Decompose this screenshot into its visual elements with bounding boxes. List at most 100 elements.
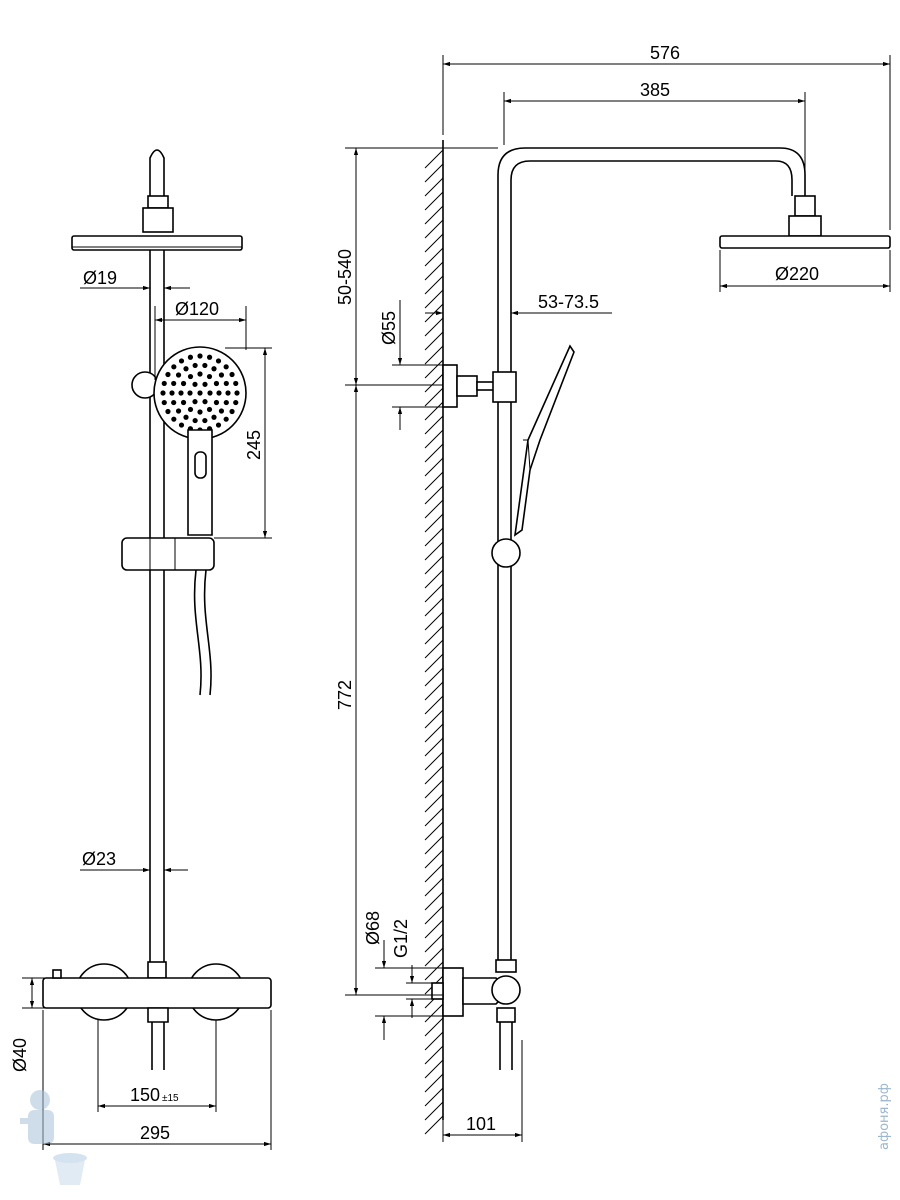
nozzle-dot xyxy=(197,390,203,396)
hatch-line xyxy=(424,569,444,589)
nozzle-dot xyxy=(206,373,213,380)
dim-d120: Ø120 xyxy=(175,299,219,319)
hatch-line xyxy=(424,345,444,365)
nozzle-dot xyxy=(202,381,208,387)
hatch-line xyxy=(424,807,444,827)
shower-arm-top xyxy=(149,149,165,200)
hatch-line xyxy=(424,485,444,505)
dim-d68: Ø68 xyxy=(363,911,383,945)
hatch-line xyxy=(424,457,444,477)
nozzle-dot xyxy=(171,416,177,422)
nozzle-dot xyxy=(213,380,220,387)
hatch-line xyxy=(424,275,444,295)
nozzle-dot xyxy=(175,408,182,414)
hatch-line xyxy=(424,863,444,883)
hatch-line xyxy=(424,373,444,393)
nozzle-dot xyxy=(165,408,171,415)
nozzle-dot xyxy=(233,399,239,406)
hatch-line xyxy=(424,667,444,687)
hatch-line xyxy=(424,765,444,785)
nozzle-dot xyxy=(183,366,189,372)
nozzle-dot xyxy=(206,406,213,413)
hatch-line xyxy=(424,905,444,925)
hatch-line xyxy=(424,653,444,673)
hatch-line xyxy=(424,737,444,757)
nozzle-dot xyxy=(178,422,185,428)
dim-h50-540: 50-540 xyxy=(335,249,355,305)
nozzle-dot xyxy=(225,390,231,396)
hatch-line xyxy=(424,877,444,897)
hatch-line xyxy=(424,1003,444,1023)
arm-nut xyxy=(147,195,169,209)
side-view: 576 385 Ø220 50-540 53-73.5 Ø55 772 xyxy=(335,43,891,1142)
nozzle-dot xyxy=(160,390,166,396)
nozzle-dot xyxy=(187,406,194,413)
inlet-connector xyxy=(431,982,444,1000)
dim-g12: G1/2 xyxy=(391,919,411,958)
hatch-line xyxy=(424,471,444,491)
hand-shower-side xyxy=(513,344,575,537)
hatch-line xyxy=(424,289,444,309)
dim-c150-tolerance: ±15 xyxy=(162,1093,179,1104)
head-mount xyxy=(788,215,822,237)
hatch-line xyxy=(424,499,444,519)
nozzle-dot xyxy=(192,399,198,405)
nozzle-dot xyxy=(169,390,175,396)
mixer-flange xyxy=(442,967,464,1017)
hatch-line xyxy=(424,891,444,911)
nozzle-dot xyxy=(211,366,217,372)
hatch-line xyxy=(424,317,444,337)
hatch-line xyxy=(424,821,444,841)
nozzle-dot xyxy=(180,380,187,387)
safety-button xyxy=(52,969,62,979)
ball-joint xyxy=(794,195,816,217)
dim-w576: 576 xyxy=(650,43,680,63)
nozzle-dot xyxy=(171,380,177,387)
hatch-line xyxy=(424,177,444,197)
hatch-line xyxy=(424,1101,444,1121)
nozzle-dot xyxy=(197,371,203,377)
nozzle-dot xyxy=(171,399,177,406)
hatch-line xyxy=(424,149,444,169)
hatch-line xyxy=(424,247,444,267)
nozzle-dot xyxy=(229,408,235,415)
riser-clamp xyxy=(492,371,517,403)
overhead-head-side xyxy=(719,235,891,249)
mixer-rod-coupling xyxy=(495,959,517,973)
hatch-line xyxy=(424,415,444,435)
nozzle-dot xyxy=(211,414,217,420)
dim-w385: 385 xyxy=(640,80,670,100)
thermostatic-mixer-body xyxy=(42,977,272,1009)
nozzle-dot xyxy=(233,380,239,387)
hatch-line xyxy=(424,1059,444,1079)
hatch-line xyxy=(424,219,444,239)
nozzle-dot xyxy=(161,399,167,406)
dim-d23: Ø23 xyxy=(82,849,116,869)
nozzle-dot xyxy=(183,414,189,420)
nozzle-dot xyxy=(180,399,187,406)
overhead-arm-inner xyxy=(510,160,793,372)
nozzle-dot xyxy=(215,358,222,364)
hatch-line xyxy=(424,625,444,645)
hatch-line xyxy=(424,1017,444,1037)
nozzle-dot xyxy=(197,353,203,359)
nozzle-dot xyxy=(218,372,225,378)
dim-w101: 101 xyxy=(466,1114,496,1134)
nozzle-dot xyxy=(215,422,222,428)
dim-h772: 772 xyxy=(335,680,355,710)
nozzle-dot xyxy=(192,417,198,424)
dim-d19: Ø19 xyxy=(83,268,117,288)
hatch-line xyxy=(424,387,444,407)
nozzle-dot xyxy=(175,372,182,378)
hatch-line xyxy=(424,793,444,813)
nozzle-dot xyxy=(178,390,184,396)
dim-c150: 150 xyxy=(130,1085,160,1105)
hose-outlet-nut xyxy=(496,1007,516,1023)
hose xyxy=(193,569,202,696)
hatch-line xyxy=(424,527,444,547)
nozzle-dot xyxy=(207,390,213,396)
hatch-line xyxy=(424,331,444,351)
nozzle-dot xyxy=(192,362,198,369)
nozzle-dot xyxy=(192,381,198,387)
hatch-line xyxy=(424,205,444,225)
